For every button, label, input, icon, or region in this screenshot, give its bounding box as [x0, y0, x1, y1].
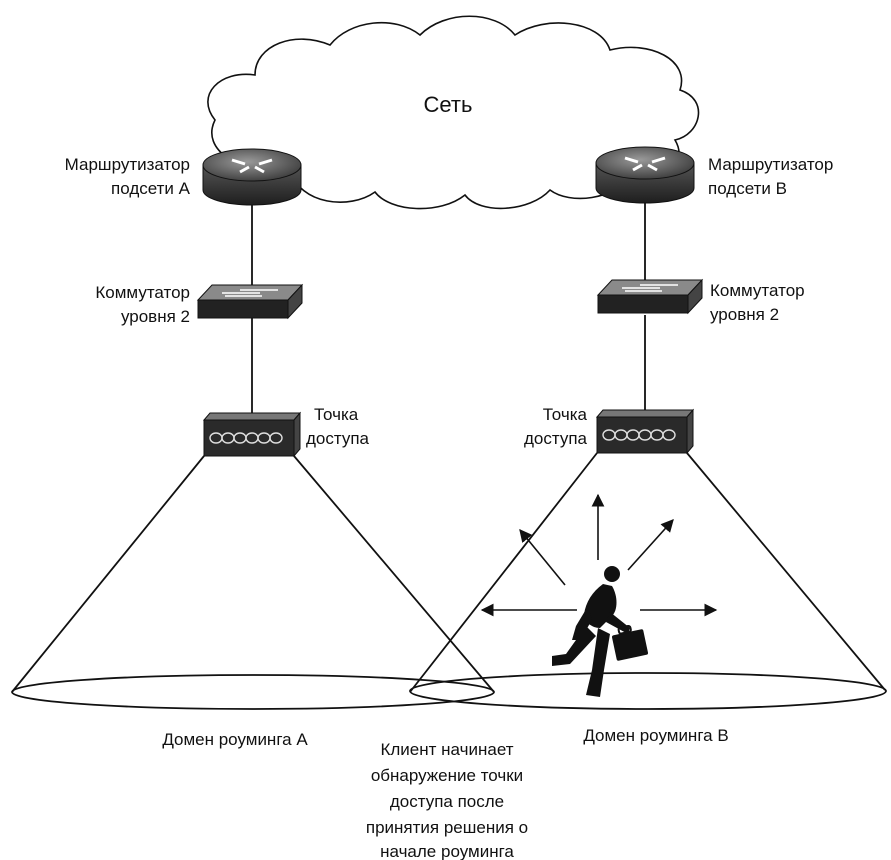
router-icon [202, 148, 302, 206]
cloud-icon [207, 15, 700, 210]
client-note-line5: начале роуминга [380, 842, 514, 860]
roaming-domain-a-label: Домен роуминга А [162, 730, 308, 749]
switch-a: Коммутатор уровня 2 [95, 283, 304, 326]
router-b-label-line1: Маршрутизатор [708, 155, 833, 174]
network-cloud: Сеть [207, 15, 700, 210]
client-note-line2: обнаружение точки [371, 766, 523, 785]
coverage-cone-b [409, 452, 887, 710]
roaming-domain-a-ellipse [11, 674, 495, 710]
router-a-label-line2: подсети А [111, 179, 191, 198]
client-note: Клиент начинает обнаружение точки доступ… [366, 740, 528, 860]
client-note-line1: Клиент начинает [380, 740, 513, 759]
coverage-cone-a [11, 455, 495, 710]
router-b: Маршрутизатор подсети В [595, 146, 833, 204]
access-point-icon [202, 411, 302, 458]
access-point-b: Точка доступа [524, 405, 695, 455]
switch-b-label-line1: Коммутатор [710, 281, 805, 300]
router-b-label-line2: подсети В [708, 179, 787, 198]
connection-lines [251, 198, 646, 413]
running-person-icon [552, 566, 648, 697]
client-note-line4: принятия решения о [366, 818, 528, 837]
ap-b-label-line1: Точка [543, 405, 588, 424]
ap-a-label-line1: Точка [314, 405, 359, 424]
network-label: Сеть [424, 92, 473, 117]
router-a-label-line1: Маршрутизатор [65, 155, 190, 174]
roaming-domain-b-label: Домен роуминга В [583, 726, 728, 745]
switch-b-label-line2: уровня 2 [710, 305, 779, 324]
switch-a-label-line1: Коммутатор [95, 283, 190, 302]
ap-a-label-line2: доступа [306, 429, 370, 448]
ap-b-label-line2: доступа [524, 429, 588, 448]
router-icon [595, 146, 695, 204]
roaming-domain-b-ellipse [409, 672, 887, 710]
switch-b: Коммутатор уровня 2 [596, 278, 805, 324]
access-point-icon [595, 408, 695, 455]
switch-icon [196, 283, 304, 320]
switch-icon [596, 278, 704, 315]
probe-arrows [480, 493, 718, 617]
switch-a-label-line2: уровня 2 [121, 307, 190, 326]
client-note-line3: доступа после [390, 792, 504, 811]
access-point-a: Точка доступа [202, 405, 370, 458]
router-a: Маршрутизатор подсети А [65, 148, 302, 206]
